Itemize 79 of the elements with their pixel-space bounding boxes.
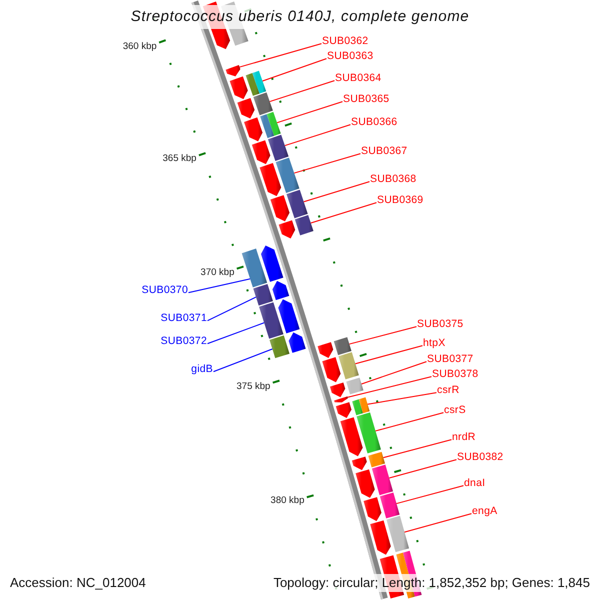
- leader-line: [347, 376, 432, 398]
- category-bar: [386, 516, 410, 552]
- leader-line: [361, 361, 427, 384]
- category-bar: [338, 352, 359, 380]
- category-bar: [380, 492, 400, 518]
- gene-label: SUB0366: [351, 116, 398, 128]
- gene-label: SUB0367: [361, 145, 408, 157]
- leader-line: [294, 153, 361, 174]
- gene-feature: [370, 520, 391, 555]
- genome-summary: Topology: circular; Length: 1,852,352 bp; Genes: 1,845: [271, 574, 592, 592]
- gene-label: SUB0364: [335, 72, 382, 84]
- gene-feature: [352, 456, 367, 470]
- gene-feature: [252, 140, 270, 164]
- category-bar: [253, 284, 273, 306]
- category-bar: [352, 397, 370, 416]
- leader-line: [213, 348, 273, 372]
- category-bar: [346, 378, 364, 394]
- gene-label: csrR: [437, 384, 460, 396]
- category-bar: [368, 452, 386, 468]
- leader-line: [396, 485, 464, 504]
- category-bar: [294, 214, 314, 236]
- gene-feature: [244, 117, 263, 142]
- category-bar: [253, 92, 273, 116]
- gene-label: SUB0378: [432, 368, 478, 380]
- gene-label: SUB0371: [160, 312, 207, 324]
- leader-line: [367, 392, 437, 405]
- leader-line: [207, 296, 256, 322]
- leader-line: [188, 278, 251, 294]
- leader-line: [348, 326, 417, 345]
- tick-label: 370 kbp: [200, 268, 234, 278]
- category-bar: [268, 134, 289, 161]
- leader-line: [310, 202, 377, 224]
- leader-line: [269, 80, 335, 102]
- gene-label: htpX: [423, 337, 446, 349]
- leader-line: [404, 513, 472, 533]
- category-bar: [286, 190, 308, 218]
- gene-label: SUB0382: [457, 451, 504, 463]
- tick-label: 375 kbp: [236, 382, 270, 392]
- gene-label: SUB0368: [370, 173, 416, 185]
- gene-label: SUB0372: [160, 335, 207, 347]
- gene-label: SUB0365: [343, 93, 390, 105]
- leader-line: [276, 101, 343, 124]
- gene-label: SUB0369: [377, 194, 424, 206]
- tick-label: 380 kbp: [270, 496, 304, 506]
- gene-feature: [364, 497, 382, 522]
- category-bar: [334, 337, 352, 356]
- gene-feature: [260, 163, 282, 196]
- gene-feature: [272, 280, 290, 300]
- category-bar: [246, 70, 266, 96]
- gene-label: gidB: [191, 363, 213, 375]
- gene-feature: [270, 195, 290, 222]
- leader-line: [354, 345, 423, 364]
- gene-label: SUB0362: [322, 35, 368, 47]
- tick-label: 365 kbp: [162, 154, 196, 164]
- gene-label: dnaI: [464, 477, 486, 489]
- gene-label: SUB0377: [427, 353, 474, 365]
- category-bar: [270, 335, 290, 358]
- leader-line: [388, 459, 457, 478]
- leader-line: [375, 412, 444, 432]
- leader-line: [303, 181, 370, 202]
- gene-label: nrdR: [452, 431, 476, 443]
- leader-line: [382, 439, 452, 458]
- gene-label: SUB0370: [142, 284, 188, 296]
- tick-label: 360 kbp: [122, 42, 157, 52]
- gene-feature: [318, 342, 334, 358]
- category-bar: [276, 158, 300, 193]
- leader-line: [284, 124, 351, 146]
- gene-feature: [278, 220, 296, 239]
- gene-label: csrS: [444, 404, 466, 416]
- category-bar: [260, 112, 281, 138]
- leader-line: [207, 322, 265, 344]
- leader-line: [262, 58, 327, 82]
- leader-line: [239, 43, 322, 68]
- gene-feature: [237, 98, 255, 119]
- gene-label: SUB0375: [417, 318, 464, 330]
- gene-feature: [288, 332, 306, 353]
- gene-feature: [226, 65, 240, 76]
- gene-label: engA: [472, 505, 498, 517]
- gene-label: SUB0363: [327, 50, 374, 62]
